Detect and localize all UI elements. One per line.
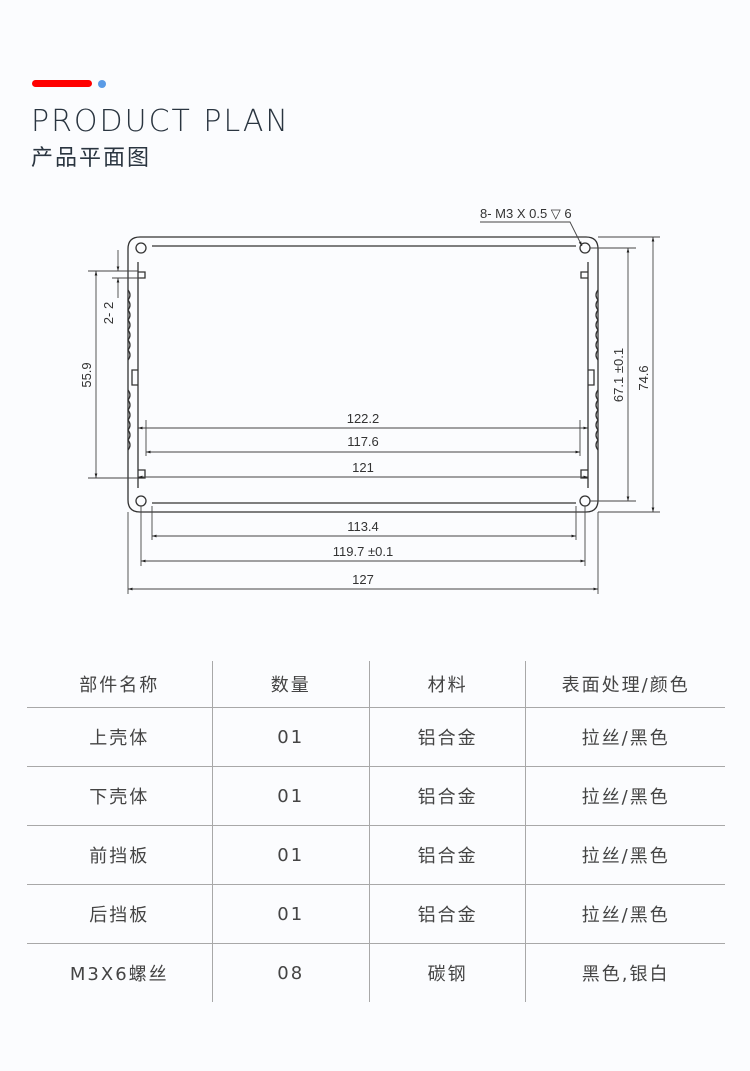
cell-quantity: 01 [212,884,370,944]
cell-finish: 黑色,银白 [581,964,670,985]
table-row: 前挡板 01 铝合金 拉丝/黑色 [27,825,725,885]
dim-74-6: 74.6 [636,365,651,390]
page-title-cn: 产品平面图 [31,146,152,171]
cell-material: 铝合金 [369,707,527,767]
dim-113-4: 113.4 [347,519,379,534]
accent-bar [32,80,92,87]
dimension-lines [88,221,660,594]
cell-material: 碳钢 [369,943,527,1002]
dim-122-2: 122.2 [347,411,380,426]
cell-finish: 拉丝/黑色 [525,884,725,944]
dim-55-9: 55.9 [79,362,94,387]
dimension-labels: 8- M3 X 0.5 ▽ 6 122.2 117.6 121 113.4 11… [79,206,651,587]
spec-table: 部件名称 数量 材料 表面处理/颜色 上壳体 01 铝合金 拉丝/黑色 下壳体 … [27,661,725,1002]
dim-121: 121 [352,460,374,475]
cell-quantity: 08 [212,943,370,1002]
enclosure-profile [127,236,599,513]
dim-119-7: 119.7 ±0.1 [333,544,393,559]
dim-117-6: 117.6 [347,434,379,449]
dim-127: 127 [352,572,374,587]
table-row: 下壳体 01 铝合金 拉丝/黑色 [27,766,725,826]
cell-part-name: M3X6螺丝 [27,943,213,1002]
callout-label: 8- M3 X 0.5 ▽ 6 [480,206,572,221]
cell-part-name: 下壳体 [27,766,213,826]
cell-material: 铝合金 [369,766,527,826]
header-part-name: 部件名称 [27,661,213,708]
cell-part-name: 上壳体 [27,707,213,767]
page-title-en: PRODUCT PLAN [31,104,290,139]
cell-quantity: 01 [212,766,370,826]
table-row: 后挡板 01 铝合金 拉丝/黑色 [27,884,725,944]
cell-part-name: 后挡板 [27,884,213,944]
dim-2-2: 2- 2 [101,302,116,324]
cell-finish: 拉丝/黑色 [525,766,725,826]
cell-quantity: 01 [212,707,370,767]
cell-finish: 拉丝/黑色 [525,825,725,885]
dim-67-1: 67.1 ±0.1 [611,348,626,402]
table-row: M3X6螺丝 08 碳钢 黑色,银白 [27,943,725,1002]
accent-dot [98,80,106,88]
technical-drawing: 8- M3 X 0.5 ▽ 6 122.2 117.6 121 113.4 11… [79,206,660,594]
cell-part-name: 前挡板 [27,825,213,885]
cell-material: 铝合金 [369,825,527,885]
header-quantity: 数量 [212,661,370,708]
cell-material: 铝合金 [369,884,527,944]
cell-quantity: 01 [212,825,370,885]
cell-finish: 拉丝/黑色 [525,707,725,767]
header-material: 材料 [369,661,527,708]
table-header-row: 部件名称 数量 材料 表面处理/颜色 [27,661,725,708]
header-finish: 表面处理/颜色 [525,661,725,708]
table-row: 上壳体 01 铝合金 拉丝/黑色 [27,707,725,767]
